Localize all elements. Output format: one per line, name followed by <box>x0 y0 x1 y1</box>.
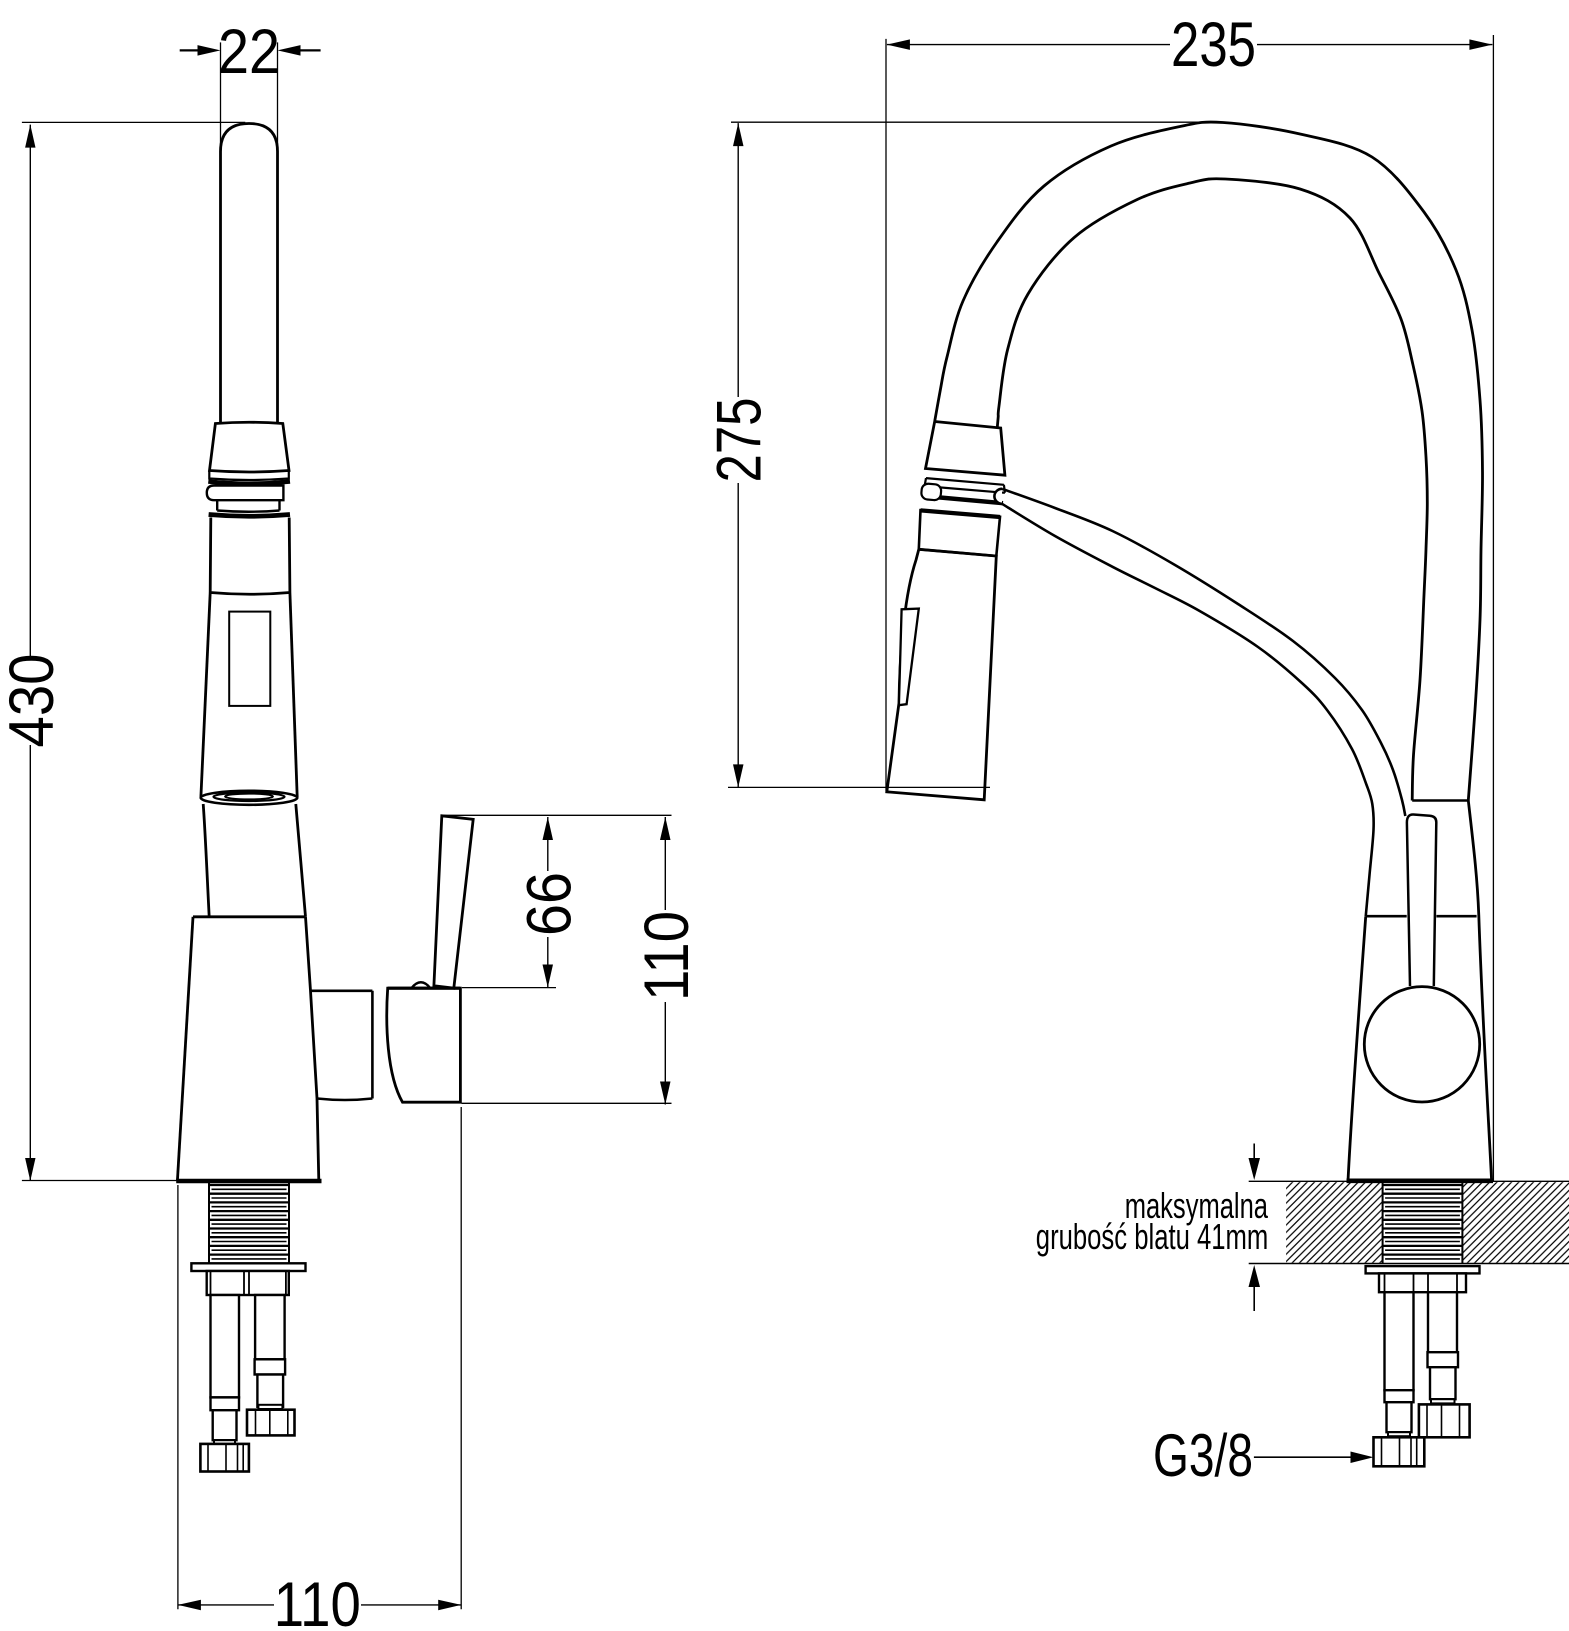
svg-text:22: 22 <box>218 17 280 87</box>
svg-text:G3/8: G3/8 <box>1153 1422 1253 1489</box>
svg-text:110: 110 <box>632 911 702 1001</box>
svg-text:235: 235 <box>1171 10 1256 80</box>
svg-text:grubość blatu 41mm: grubość blatu 41mm <box>1036 1216 1269 1257</box>
svg-text:maksymalna: maksymalna <box>1125 1185 1269 1226</box>
svg-text:66: 66 <box>514 872 584 936</box>
svg-text:430: 430 <box>0 654 67 748</box>
svg-text:275: 275 <box>705 398 775 483</box>
svg-text:110: 110 <box>274 1570 361 1631</box>
